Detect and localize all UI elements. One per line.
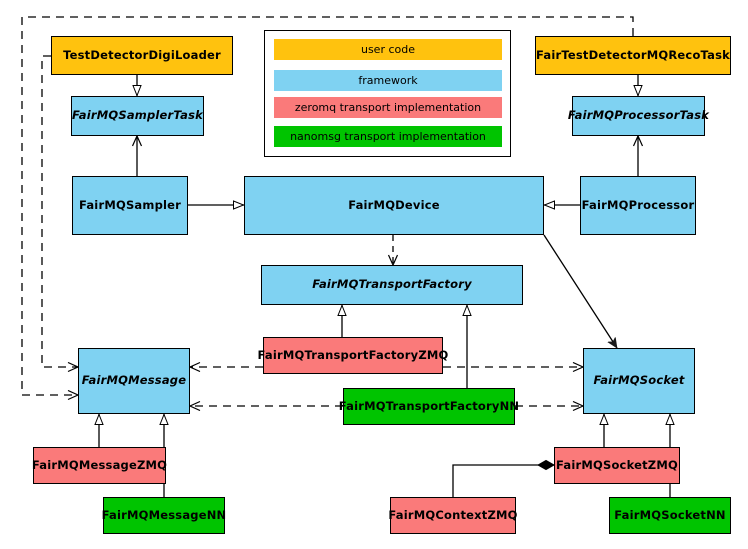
class-node-fairtestdetectormqrecotask[interactable]: FairTestDetectorMQRecoTask [535,36,731,75]
legend-label-zeromq: zeromq transport implementation [294,101,482,114]
legend-item-user-code: user code [274,39,502,60]
class-node-fairmqmessagenn[interactable]: FairMQMessageNN [102,497,226,534]
legend-item-nanomsg: nanomsg transport implementation [274,126,502,147]
class-node-fairmqmessage[interactable]: FairMQMessage [78,348,190,414]
class-node-fairmqsamplertask[interactable]: FairMQSamplerTask [71,96,204,136]
class-node-fairmqsocketzmq[interactable]: FairMQSocketZMQ [554,447,680,484]
class-node-fairmqcontextzmq[interactable]: FairMQContextZMQ [388,497,517,534]
class-node-fairmqdevice[interactable]: FairMQDevice [244,176,544,235]
class-node-fairmqmessagezmq[interactable]: FairMQMessageZMQ [32,447,167,484]
edge-contextzmq-socketzmq [452,459,556,497]
class-node-fairmqprocessortask[interactable]: FairMQProcessorTask [568,96,709,136]
legend-item-zeromq: zeromq transport implementation [274,97,502,118]
legend: user code framework zeromq transport imp… [264,30,511,157]
legend-label-user-code: user code [360,43,416,56]
legend-item-framework: framework [274,70,502,91]
class-node-fairmqsampler[interactable]: FairMQSampler [72,176,188,235]
class-node-fairmqtransportfactorynn[interactable]: FairMQTransportFactoryNN [339,388,519,425]
class-node-fairmqtransportfactoryzmq[interactable]: FairMQTransportFactoryZMQ [258,337,448,374]
legend-label-nanomsg: nanomsg transport implementation [290,130,486,143]
edge-device-socket [543,234,618,348]
class-node-fairmqprocessor[interactable]: FairMQProcessor [580,176,696,235]
edge-recotask-message [21,16,634,395]
legend-label-framework: framework [358,74,418,87]
class-node-fairmqsocket[interactable]: FairMQSocket [583,348,695,414]
edge-digiloader-message [41,55,78,367]
class-node-fairmqsocketnn[interactable]: FairMQSocketNN [609,497,731,534]
class-node-fairmqtransportfactory[interactable]: FairMQTransportFactory [261,265,523,305]
class-node-testdetectordigiloader[interactable]: TestDetectorDigiLoader [51,36,233,75]
